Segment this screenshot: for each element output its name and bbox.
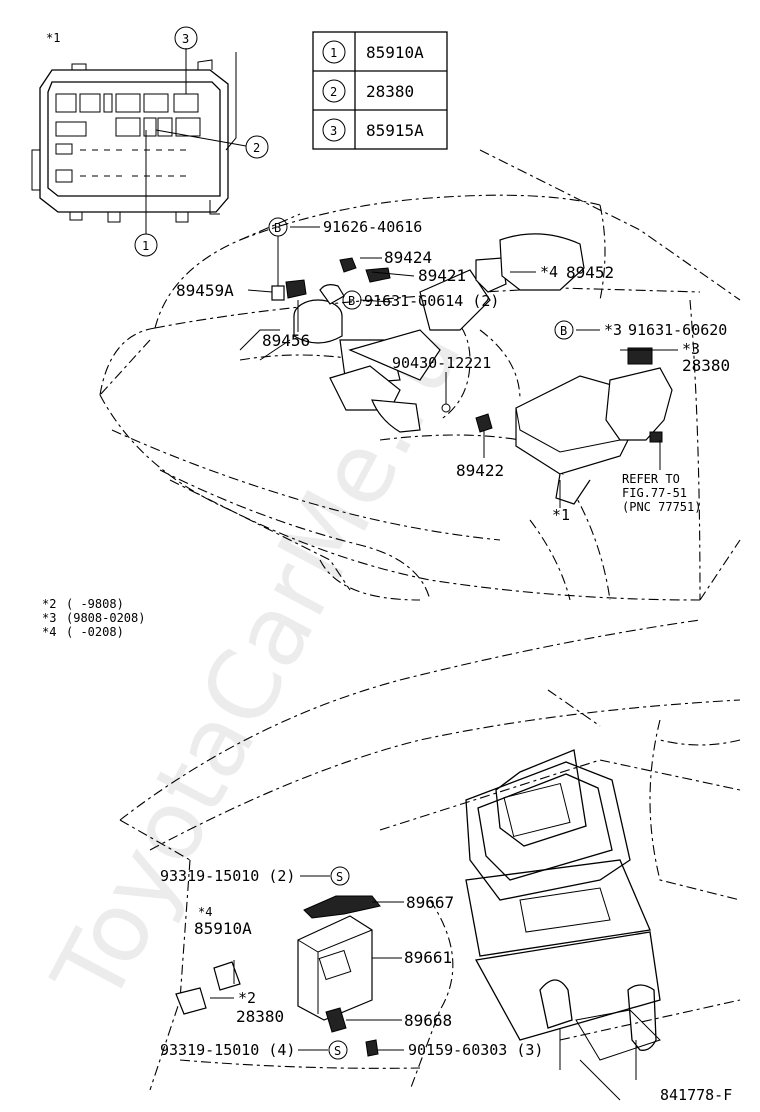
callout-3-label: 3	[182, 32, 189, 46]
callout-3-circle	[174, 26, 198, 50]
label-89452-note: *4	[540, 263, 558, 281]
label-89452: 89452	[566, 263, 614, 282]
legend-row-1: 1 85910A	[322, 40, 424, 64]
dash-leader-lines	[210, 875, 404, 1051]
engine-part-labels: 91626-40616 89424 89421 89459A 91631-G06…	[176, 218, 730, 524]
label-89421: 89421	[418, 266, 466, 285]
relay-callouts: 3 2 1	[134, 26, 269, 257]
label-89456: 89456	[262, 331, 310, 350]
refer-line-2: FIG.77-51	[622, 486, 687, 500]
label-89668: 89668	[404, 1011, 452, 1030]
label-28380-dash-note: *2	[238, 989, 256, 1007]
label-93319-15010-2: 93319-15010 (2)	[160, 867, 295, 885]
dashboard-outline	[119, 619, 741, 1091]
center-console	[465, 749, 661, 1101]
label-89661: 89661	[404, 948, 452, 967]
label-91626-40616: 91626-40616	[323, 218, 422, 236]
relay-block-illustration: *1	[31, 31, 237, 223]
label-star1-ecu: *1	[552, 506, 570, 524]
label-85910A: 85910A	[194, 919, 252, 938]
label-91631-G0614: 91631-G0614 (2)	[364, 292, 499, 310]
refer-line-1: REFER TO	[622, 472, 680, 486]
label-93319-15010-4: 93319-15010 (4)	[160, 1041, 295, 1059]
callout-2-label: 2	[253, 141, 260, 155]
label-90159-60303: 90159-60303 (3)	[408, 1041, 543, 1059]
svg-text:3: 3	[330, 124, 337, 138]
legend-part-2: 28380	[366, 82, 414, 101]
svg-text:2: 2	[330, 85, 337, 99]
bolt-s-markers: S S	[328, 866, 350, 1060]
legend-row-2: 2 28380	[322, 79, 414, 103]
footnote-3-mark: *3	[42, 611, 56, 625]
callout-2-circle	[245, 135, 269, 159]
airbag-sensor-ecu	[515, 347, 673, 505]
relay-block-note: *1	[46, 31, 60, 45]
legend-row-3: 3 85915A	[322, 118, 424, 142]
label-28380-engine: 28380	[682, 356, 730, 375]
refer-line-3: (PNC 77751)	[622, 500, 701, 514]
footnote-2-range: ( -9808)	[66, 597, 124, 611]
label-28380-dash: 28380	[236, 1007, 284, 1026]
footnote-4-mark: *4	[42, 625, 56, 639]
label-89422: 89422	[456, 461, 504, 480]
engine-ecu-dash	[175, 895, 381, 1057]
footnote-3-range: (9808-0208)	[66, 611, 145, 625]
bolt-b-markers: B B B	[268, 217, 574, 340]
dash-part-labels: 93319-15010 (2) 89667 *4 85910A 89661 *2…	[160, 867, 543, 1059]
label-89424: 89424	[384, 248, 432, 267]
footnote-4-range: ( -0208)	[66, 625, 124, 639]
label-28380-note: *3	[682, 340, 700, 358]
figure-id: 841778-F	[660, 1086, 732, 1104]
legend-part-1: 85910A	[366, 43, 424, 62]
svg-text:B: B	[274, 221, 281, 235]
footnote-2-mark: *2	[42, 597, 56, 611]
legend-part-3: 85915A	[366, 121, 424, 140]
svg-text:1: 1	[330, 46, 337, 60]
engine-components	[239, 233, 585, 433]
svg-text:B: B	[348, 294, 355, 308]
label-91631-60620: 91631-60620	[628, 321, 727, 339]
label-91631-60620-note: *3	[604, 321, 622, 339]
label-89459A: 89459A	[176, 281, 234, 300]
svg-text:S: S	[334, 1044, 341, 1058]
callout-1-label: 1	[142, 239, 149, 253]
engine-leader-lines	[247, 226, 678, 508]
callout-1-circle	[134, 233, 158, 257]
label-90430-12221: 90430-12221	[392, 354, 491, 372]
footnotes: *2 ( -9808) *3 (9808-0208) *4 ( -0208)	[42, 597, 145, 639]
svg-text:S: S	[336, 870, 343, 884]
label-85910A-note: *4	[198, 905, 212, 919]
svg-text:B: B	[560, 324, 567, 338]
legend-table: 1 85910A 2 28380 3 85915A	[312, 31, 448, 150]
label-89667: 89667	[406, 893, 454, 912]
